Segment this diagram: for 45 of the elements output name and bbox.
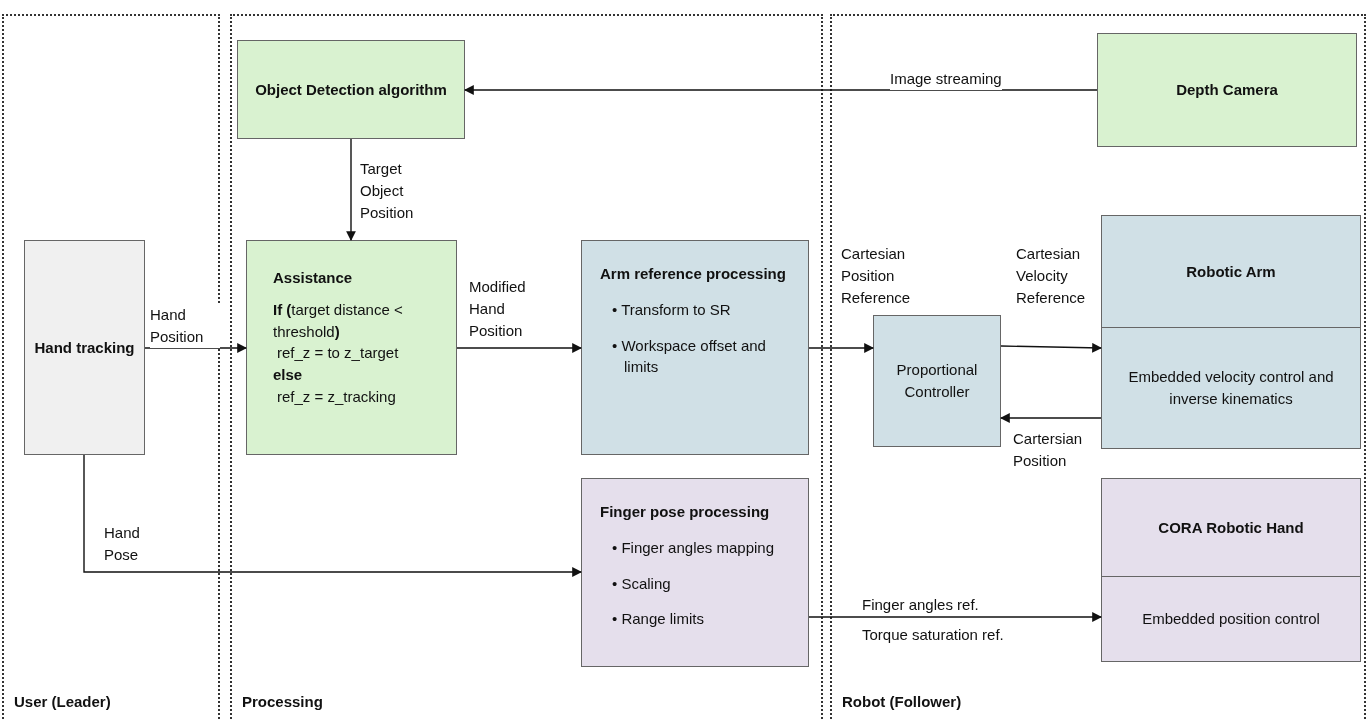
node-label: Depth Camera: [1175, 80, 1279, 101]
bullet-item: • Finger angles mapping: [612, 537, 775, 558]
arrow: [144, 343, 247, 353]
process-box: [581, 240, 809, 455]
arrow: [1000, 342, 1102, 353]
arrow: [1000, 413, 1102, 423]
arrow: [464, 85, 1098, 95]
condition-text: ref_z = z_tracking: [276, 386, 397, 407]
process-box: [873, 315, 1001, 447]
process-box: [24, 240, 145, 455]
bullet-item: • Scaling: [612, 573, 672, 594]
arrow: [808, 343, 874, 353]
node-title: Robotic Arm: [1102, 216, 1360, 328]
bullet-item: • Transform to SR: [612, 299, 732, 320]
node-label: Object Detection algorithm: [254, 79, 448, 100]
node-label: Embedded velocity control and inverse kinematics: [1127, 367, 1335, 409]
node-label: Embedded position control: [1141, 609, 1321, 630]
node-label: Proportional Controller: [895, 360, 979, 402]
region-title: Processing: [242, 693, 323, 710]
process-box: [1101, 478, 1361, 662]
region-title: User (Leader): [14, 693, 111, 710]
edge-label: Hand Position: [150, 304, 220, 348]
condition-text: If (target distance < threshold): [273, 299, 404, 342]
arrow: [456, 343, 582, 353]
node-title: Arm reference processing: [600, 264, 787, 284]
node-title: CORA Robotic Hand: [1102, 479, 1360, 577]
region-title: Robot (Follower): [842, 693, 962, 710]
node-title: Finger pose processing: [600, 502, 771, 522]
process-box: [1101, 215, 1361, 449]
arrow: [346, 138, 356, 241]
process-box: [237, 40, 465, 139]
group-region: [230, 14, 823, 720]
condition-text: else: [273, 365, 304, 385]
bullet-item: • Range limits: [612, 609, 705, 630]
arrow: [83, 454, 582, 577]
node-label: Hand tracking: [33, 337, 136, 358]
bullet-item: • Workspace offset and limits: [612, 335, 767, 378]
condition-text: ref_z = to z_target: [276, 343, 400, 364]
arrow: [808, 612, 1102, 622]
group-region: [830, 14, 1366, 720]
node-title: Assistance: [273, 268, 354, 288]
process-box: [581, 478, 809, 667]
group-region: [2, 14, 220, 720]
process-box: [1097, 33, 1357, 147]
process-box: [246, 240, 457, 455]
